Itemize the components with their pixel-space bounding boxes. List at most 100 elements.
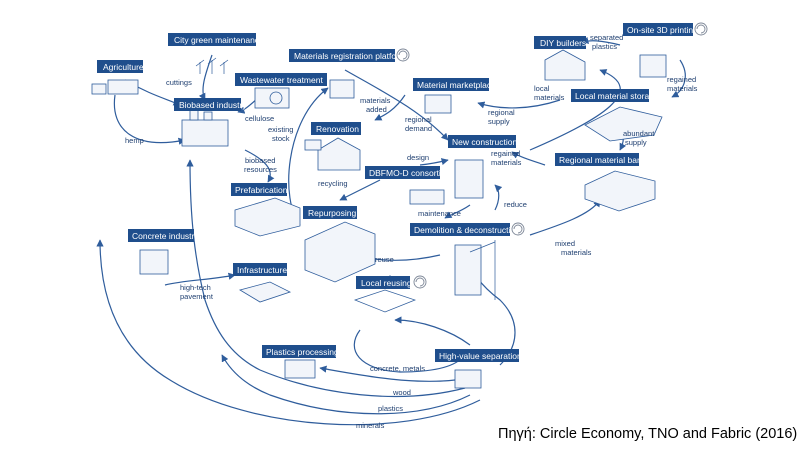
- cycle-icon: [694, 22, 708, 36]
- illustrations: [91, 49, 667, 389]
- flow-label-reduce: reduce: [504, 200, 527, 209]
- node-label-new-construction: New construction: [452, 137, 517, 147]
- node-material-marketplace: Material marketplace: [413, 78, 496, 91]
- source-caption: Πηγή: Circle Economy, TNO and Fabric (20…: [498, 426, 798, 442]
- node-label-diy-builders: DIY builders: [540, 38, 586, 48]
- flow-label-maintenance: maintenance: [418, 209, 461, 218]
- renovation-house-illustration: [317, 137, 361, 171]
- flow-label-pavement: pavement: [180, 292, 214, 301]
- plastics-plant-illustration: [284, 359, 316, 379]
- node-label-local-material-storage: Local material storage: [575, 91, 659, 101]
- node-renovation: Renovation: [311, 122, 361, 135]
- concrete-plant-illustration: [139, 249, 169, 275]
- node-agriculture: Agriculture: [97, 60, 144, 73]
- node-prefabrication: Prefabrication: [231, 183, 288, 196]
- flow-label-hemp: hemp: [125, 136, 144, 145]
- node-demolition-deconstruction: Demolition & deconstruction: [410, 223, 520, 236]
- node-label-biobased-industry: Biobased industry: [179, 100, 247, 110]
- flow-label-added: added: [366, 105, 387, 114]
- flow-label-wood: wood: [392, 388, 411, 397]
- 3d-printer-illustration: [639, 54, 667, 78]
- flow-label-plastics-top: plastics: [592, 42, 617, 51]
- node-label-dbfmo-d-consortium: DBFMO-D consortium: [369, 168, 453, 178]
- flow-label-supply: supply: [488, 117, 510, 126]
- node-label-regional-material-bank: Regional material bank: [559, 155, 647, 165]
- node-infrastructure: Infrastructure: [233, 263, 287, 276]
- road-illustration: [238, 281, 292, 303]
- flow-label-existing: existing: [268, 125, 293, 134]
- node-label-repurposing: Repurposing: [308, 208, 356, 218]
- truck-illustration: [304, 139, 445, 205]
- flow-label-concrete-metals: concrete, metals: [370, 364, 425, 373]
- node-label-prefabrication: Prefabrication: [235, 185, 288, 195]
- flow-label-materials-mixed: materials: [561, 248, 592, 257]
- farm-illustration: [91, 79, 139, 95]
- trees-illustration: [195, 57, 229, 74]
- flow-label-high-tech: high-tech: [180, 283, 211, 292]
- node-label-renovation: Renovation: [316, 124, 359, 134]
- cycle-icon: [413, 275, 427, 289]
- flow-label-materials: materials: [360, 96, 391, 105]
- computer-illustration: [329, 79, 452, 114]
- cycle-icon: [511, 222, 525, 236]
- node-local-material-storage: Local material storage: [571, 89, 659, 102]
- flow-label-reuse: reuse: [375, 255, 394, 264]
- node-new-construction: New construction: [448, 135, 517, 148]
- node-label-infrastructure: Infrastructure: [237, 265, 287, 275]
- node-concrete-industry: Concrete industry: [128, 229, 199, 242]
- flow-label-abundant: abundant: [623, 129, 655, 138]
- flow-label-resources: resources: [244, 165, 277, 174]
- node-regional-material-bank: Regional material bank: [555, 153, 647, 166]
- flow-label-mixed: mixed: [555, 239, 575, 248]
- node-label-plastics-processing: Plastics processing: [266, 347, 339, 357]
- node-label-wastewater-treatment: Wastewater treatment: [240, 75, 323, 85]
- flow-label-cuttings: cuttings: [166, 78, 192, 87]
- flow-labels: cuttings hemp cellulose existing stock m…: [125, 33, 698, 430]
- flow-label-stock: stock: [272, 134, 290, 143]
- node-label-demolition-deconstruction: Demolition & deconstruction: [414, 225, 520, 235]
- node-repurposing: Repurposing: [303, 206, 357, 219]
- flow-label-supply-abundant: supply: [625, 138, 647, 147]
- diy-house-illustration: [544, 49, 586, 81]
- demolition-tower-illustration: [454, 240, 496, 300]
- separation-machine-illustration: [454, 369, 482, 389]
- node-label-material-marketplace: Material marketplace: [417, 80, 496, 90]
- node-label-local-reusing: Local reusing: [361, 278, 412, 288]
- wastewater-plant-illustration: [254, 87, 290, 109]
- flow-label-materials-local: materials: [534, 93, 565, 102]
- node-high-value-separation: High-value separation: [435, 349, 522, 362]
- node-label-city-green-maintenance: City green maintenance: [174, 35, 264, 45]
- node-local-reusing: Local reusing: [356, 276, 412, 289]
- node-label-materials-registration-platform: Materials registration platform: [294, 51, 406, 61]
- flow-label-materials-construction: materials: [491, 158, 522, 167]
- storage-pile-illustration: [584, 106, 663, 142]
- node-city-green-maintenance: City green maintenance: [168, 33, 264, 46]
- flow-label-biobased: biobased: [245, 156, 275, 165]
- cycle-icon: [396, 48, 410, 62]
- node-wastewater-treatment: Wastewater treatment: [235, 73, 327, 86]
- flow-label-cellulose: cellulose: [245, 114, 274, 123]
- node-materials-registration-platform: Materials registration platform: [289, 49, 406, 62]
- biobased-factory-illustration: [181, 109, 229, 147]
- flow-label-local: local: [534, 84, 550, 93]
- prefab-factory-illustration: [234, 197, 301, 237]
- flow-label-regained-construction: regained: [491, 149, 520, 158]
- node-on-site-3d-printing: On-site 3D printing: [623, 23, 698, 36]
- new-construction-building-illustration: [454, 159, 484, 199]
- node-label-concrete-industry: Concrete industry: [132, 231, 199, 241]
- flow-label-minerals: minerals: [356, 421, 385, 430]
- node-biobased-industry: Biobased industry: [174, 98, 247, 111]
- repurposing-building-illustration: [304, 221, 376, 283]
- node-dbfmo-d-consortium: DBFMO-D consortium: [365, 166, 453, 179]
- node-label-high-value-separation: High-value separation: [439, 351, 522, 361]
- flow-label-demand: demand: [405, 124, 432, 133]
- flow-label-separated: separated: [590, 33, 623, 42]
- node-plastics-processing: Plastics processing: [262, 345, 339, 358]
- flow-label-plastics-bottom: plastics: [378, 404, 403, 413]
- warehouse-illustration: [584, 170, 656, 212]
- flow-label-regional-demand: regional: [405, 115, 432, 124]
- node-label-on-site-3d-printing: On-site 3D printing: [627, 25, 698, 35]
- flow-label-materials-top-right: materials: [667, 84, 698, 93]
- flow-label-design: design: [407, 153, 429, 162]
